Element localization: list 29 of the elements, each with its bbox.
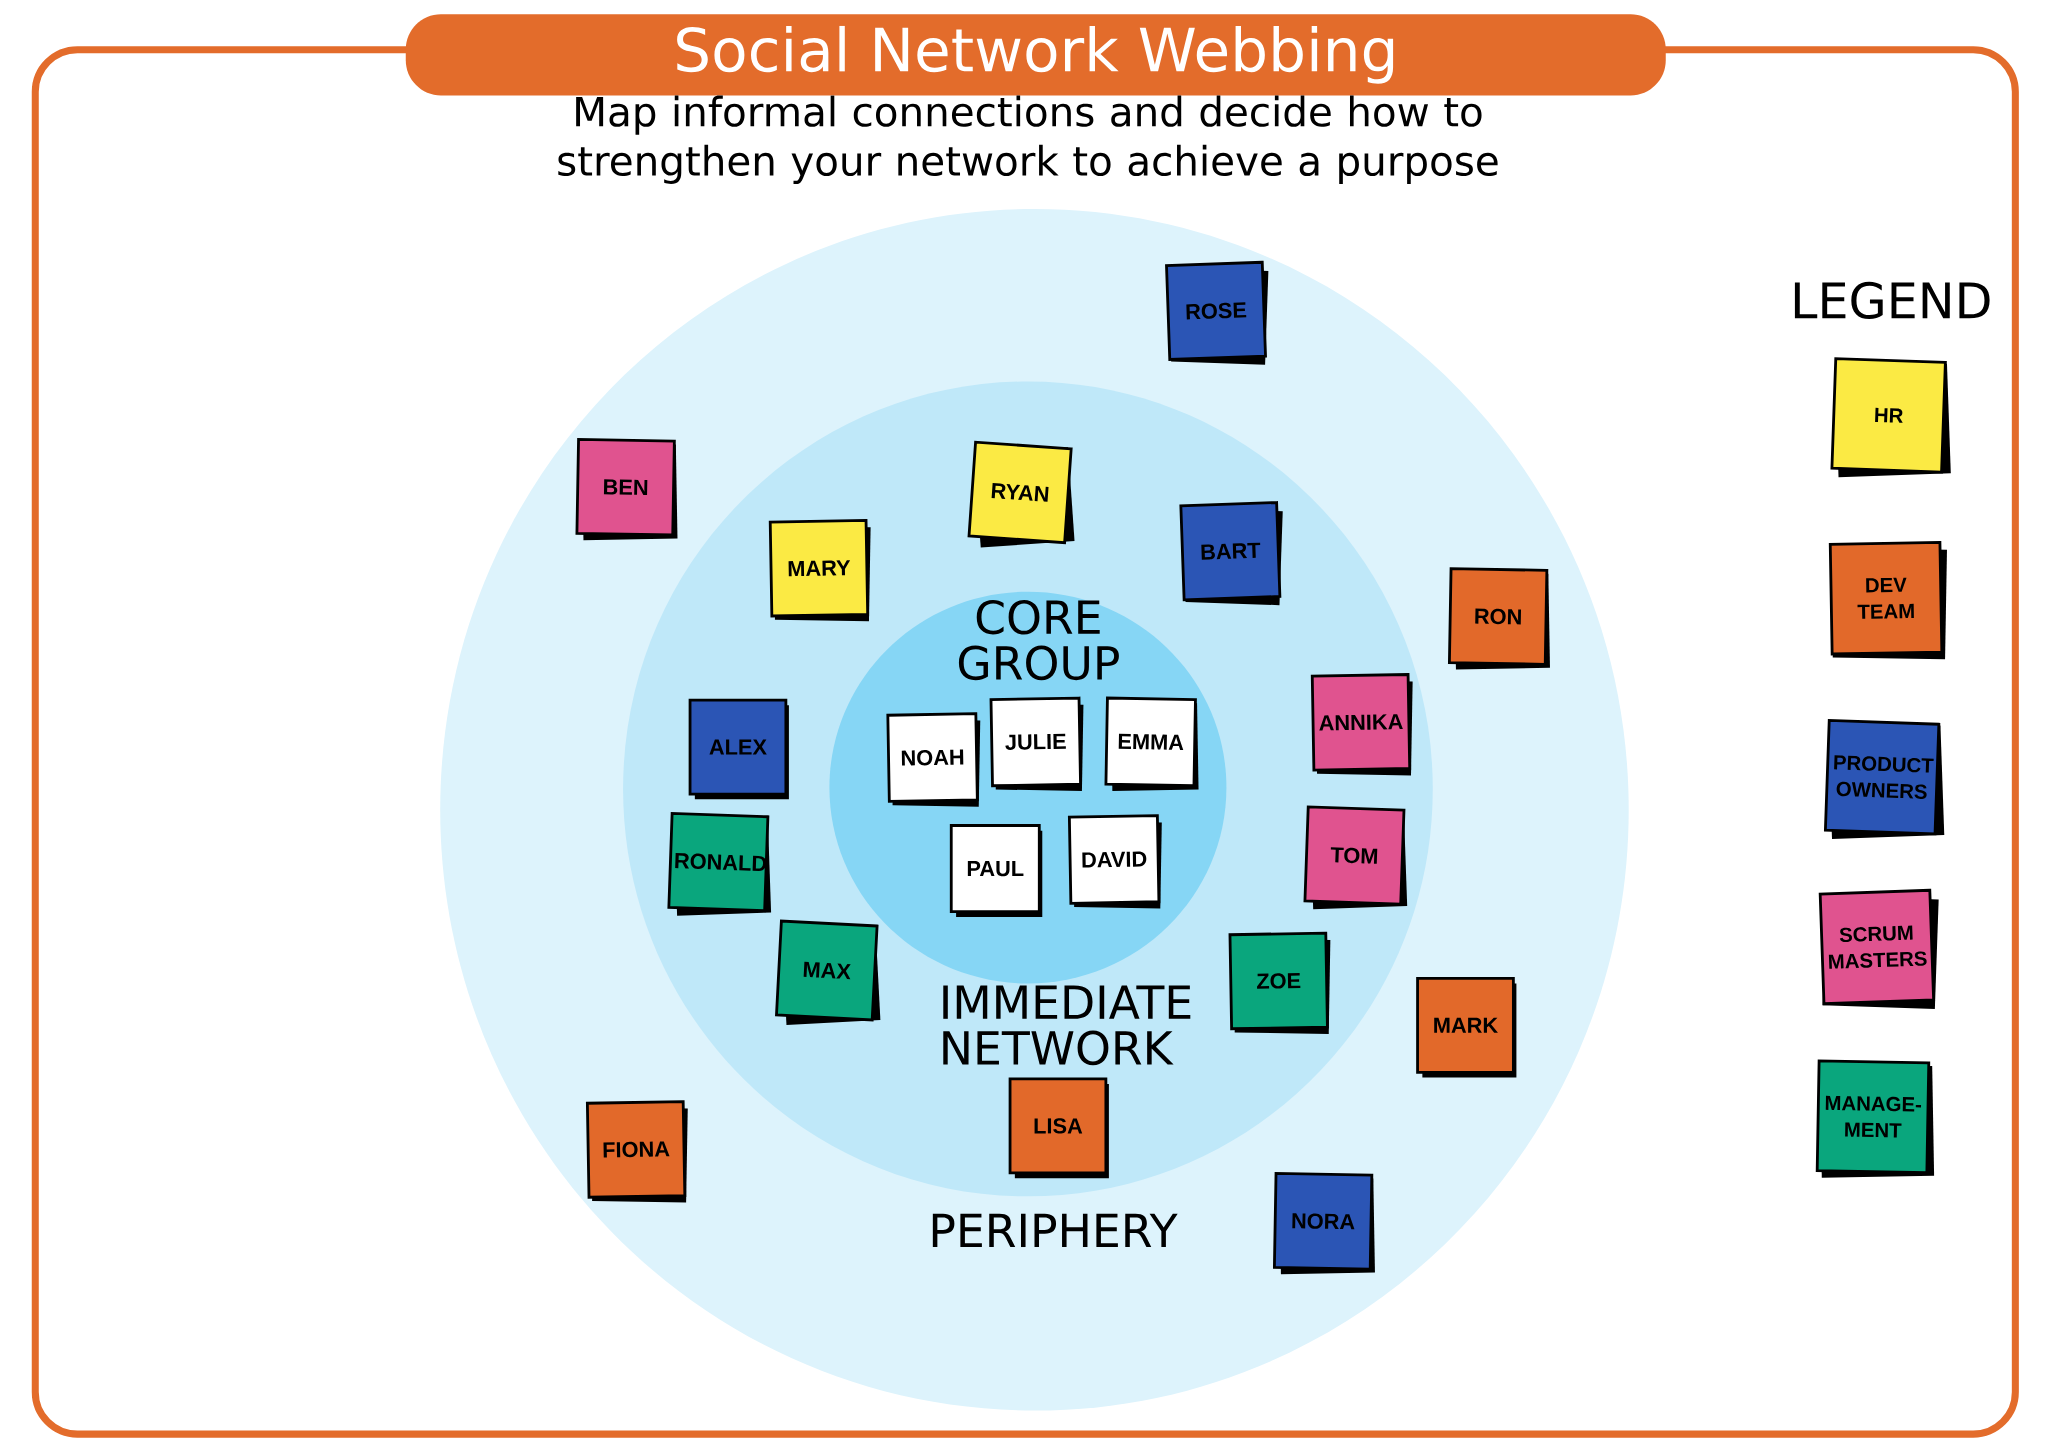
legend-note: HR [1830,356,1951,477]
sticky-note: ZOE [1228,931,1331,1034]
sticky-note: JULIE [989,696,1084,791]
sticky-note: FIONA [585,1099,688,1203]
legend-note: SCRUM MASTERS [1818,888,1939,1009]
sticky-note: NOAH [886,712,981,807]
sticky-note: LISA [1008,1077,1109,1178]
sticky-note: PAUL [949,823,1043,917]
sticky-note: DAVID [1067,813,1162,909]
sticky-note: ALEX [688,698,789,800]
legend-heading: LEGEND [1794,281,1990,319]
sticky-note: ANNIKA [1310,672,1413,776]
sticky-note: EMMA [1104,696,1199,791]
sticky-note: RYAN [967,440,1075,548]
sticky-note: MAX [775,919,881,1025]
sticky-note: RONALD [667,811,772,916]
sticky-note: BEN [575,437,678,540]
sticky-note: TOM [1303,805,1408,909]
legend-note: DEV TEAM [1828,540,1947,660]
sticky-note: ROSE [1165,260,1269,365]
title-banner: Social Network Webbing [405,14,1666,96]
legend-note: PRODUCT OWNERS [1823,718,1945,839]
sticky-note: RON [1447,567,1550,670]
sticky-note: MARK [1416,976,1517,1078]
sticky-note: BART [1179,500,1283,605]
sticky-note: MARY [768,518,871,622]
sticky-note: NORA [1272,1171,1375,1274]
legend-note: MANAGE- MENT [1815,1059,1935,1178]
subtitle: Map informal connections and decide how to strengthen your network to achieve a purpose [558,95,1498,184]
